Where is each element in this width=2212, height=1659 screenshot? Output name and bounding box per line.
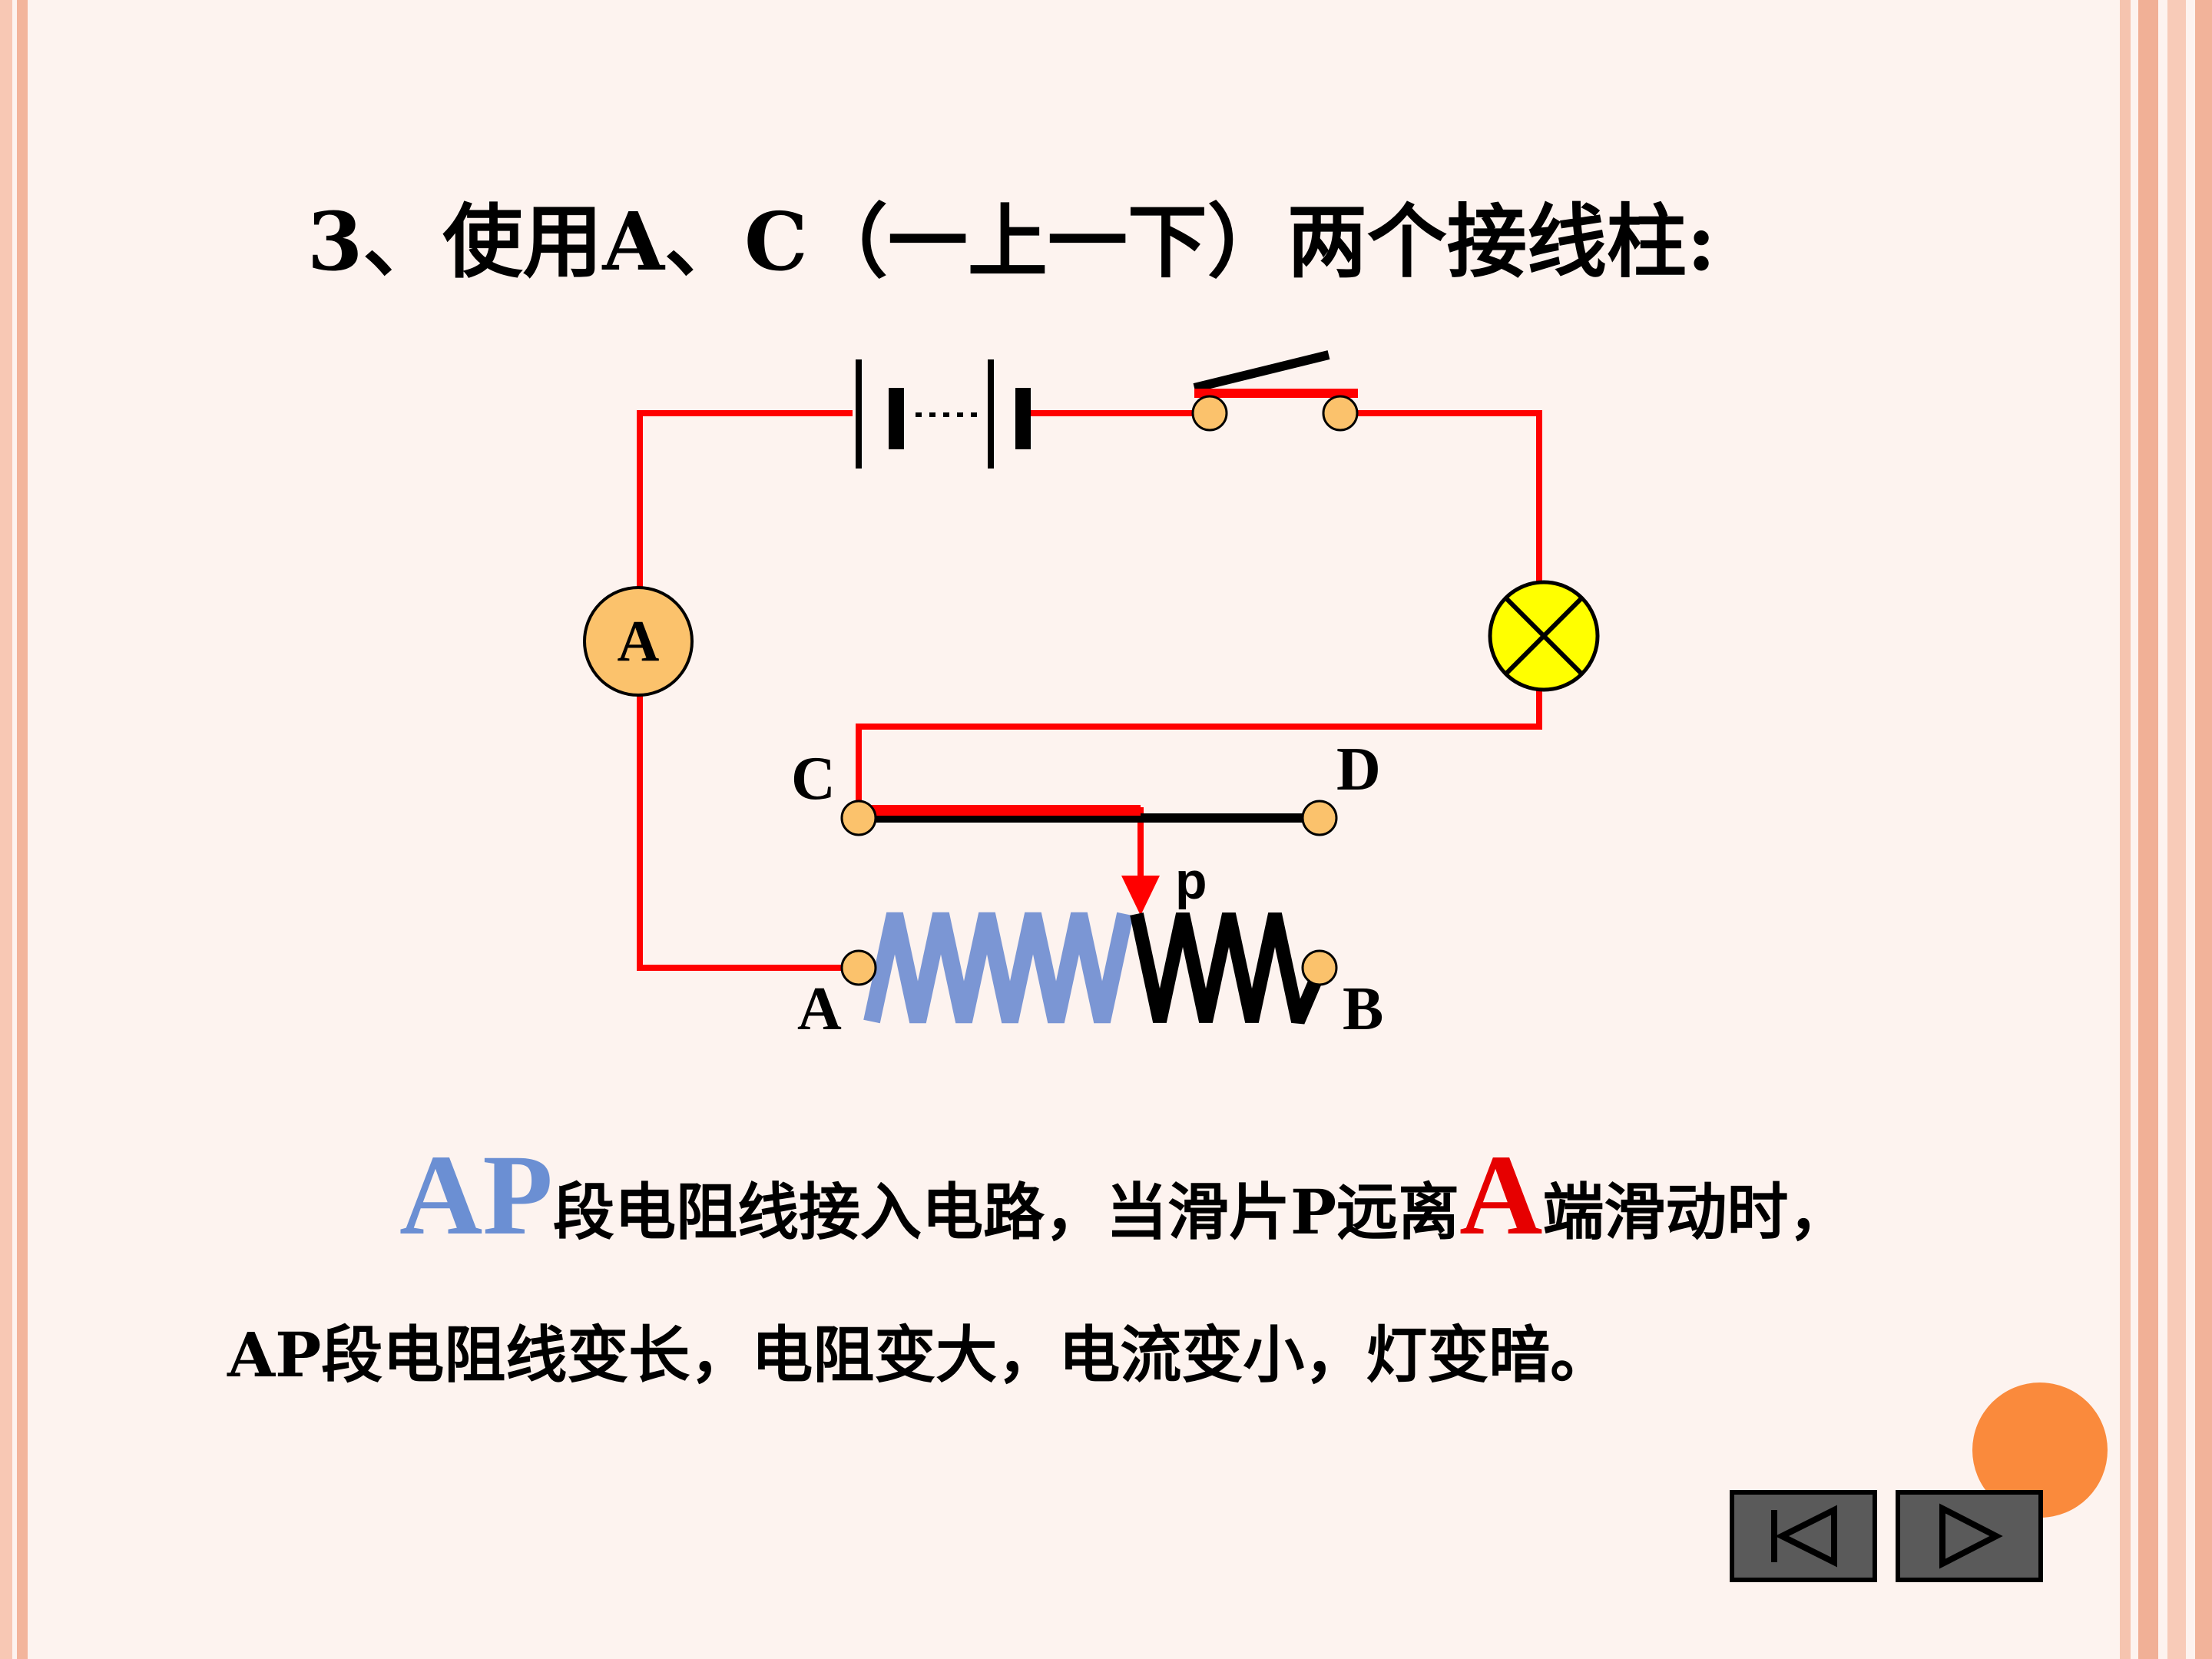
slider-arrow-icon (1121, 876, 1160, 916)
next-page-icon (1939, 1503, 2003, 1569)
slider-label: p (1175, 852, 1207, 910)
switch-icon (1191, 350, 1359, 432)
wire-left-bottom (637, 685, 856, 971)
terminal-label-b: B (1343, 975, 1383, 1043)
right-decorative-border (2112, 0, 2212, 1659)
wire-lamp-c (856, 684, 1542, 814)
explanation-line-2: AP段电阻线变长，电阻变大，电流变小，灯变暗。 (227, 1319, 1612, 1391)
battery-icon (856, 359, 1031, 469)
terminal-label-c: C (791, 745, 836, 813)
slider-bar (840, 800, 1338, 836)
resistor-used-segment (863, 912, 1134, 1024)
first-page-button[interactable] (1730, 1490, 1877, 1582)
lamp-icon (1488, 580, 1600, 692)
line1-text-part1: 段电阻线接入电路，当滑片P远离 (552, 1176, 1460, 1248)
terminal-d (1301, 800, 1338, 836)
resistor-coil (840, 912, 1338, 1025)
terminal-label-a: A (797, 975, 842, 1043)
circuit-wires (637, 410, 1542, 971)
ap-highlight: AP (399, 1131, 553, 1259)
ammeter-label: A (618, 609, 660, 674)
ammeter-icon: A (583, 586, 694, 697)
resistor-unused-segment (1130, 912, 1328, 1025)
wire-top-right (1340, 410, 1542, 591)
terminal-c (840, 800, 877, 836)
slide-title: 3、使用A、C（一上一下）两个接线柱: (307, 194, 1717, 289)
terminal-b (1301, 949, 1338, 986)
line1-text-part2: 端滑动时， (1542, 1176, 1850, 1248)
a-highlight: A (1459, 1131, 1543, 1259)
left-decorative-border (0, 0, 28, 1659)
first-page-icon (1771, 1505, 1837, 1568)
terminal-a (840, 949, 877, 986)
explanation-line-1: AP段电阻线接入电路，当滑片P远离A端滑动时， (399, 1129, 2120, 1261)
wire-top-left (637, 410, 853, 605)
terminal-label-d: D (1336, 736, 1381, 803)
next-page-button[interactable] (1896, 1490, 2043, 1582)
